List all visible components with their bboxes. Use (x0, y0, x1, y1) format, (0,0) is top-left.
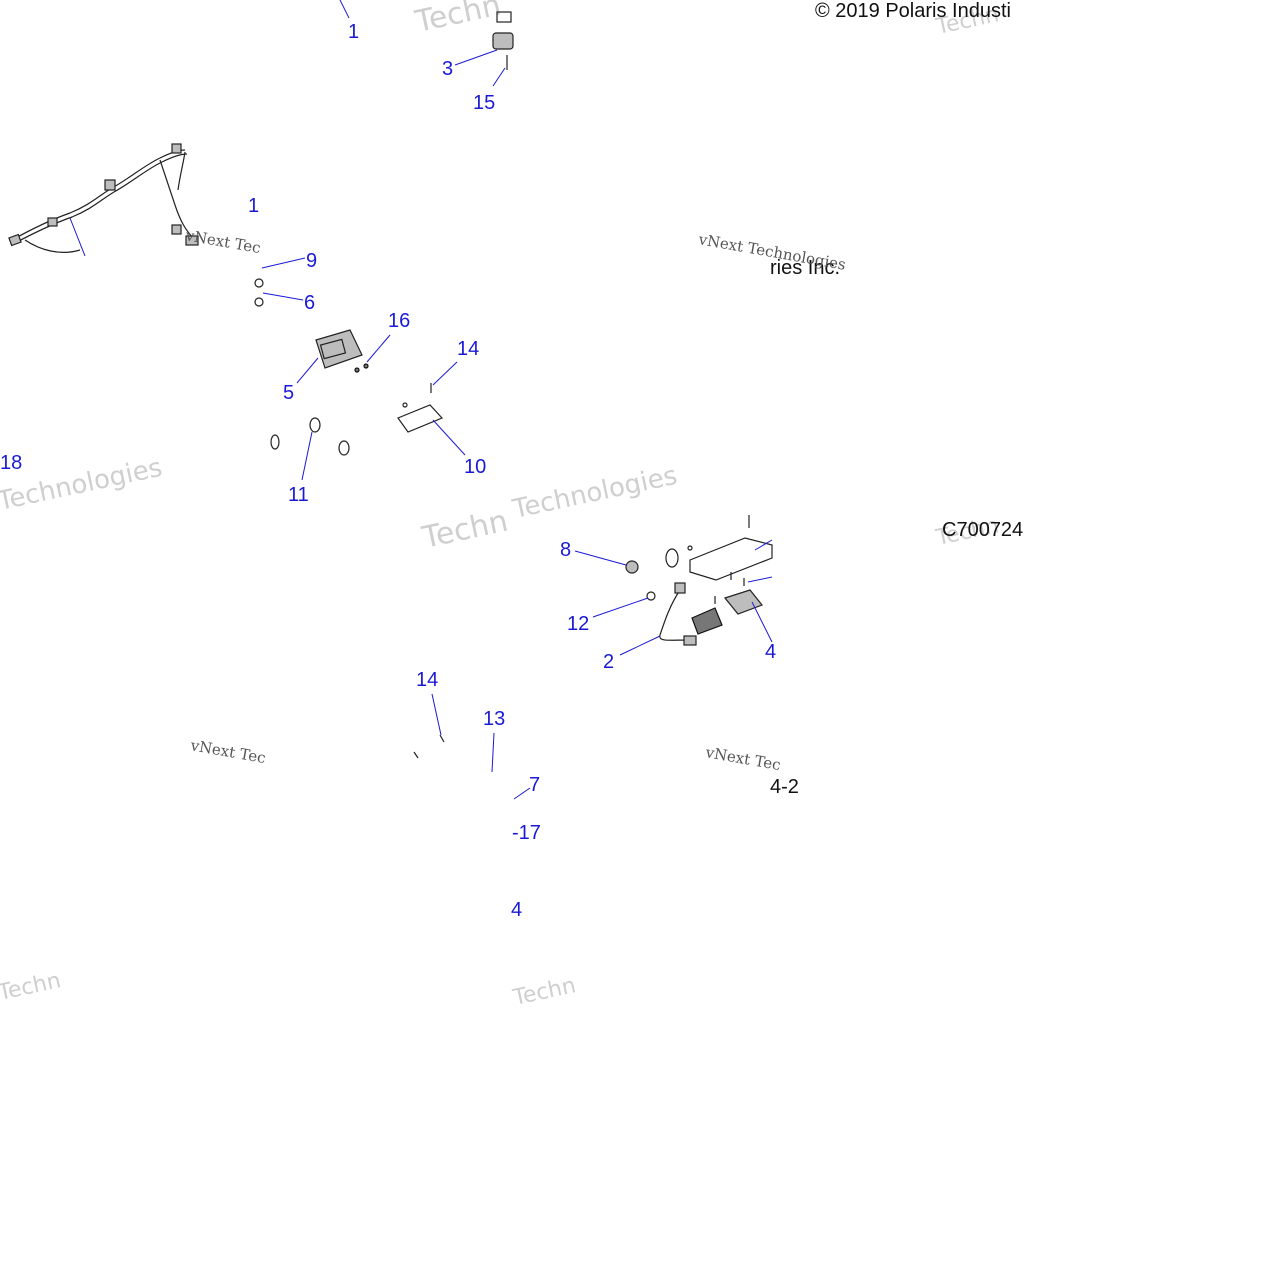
callout-8: 8 (560, 539, 571, 561)
watermark-company: vNext Tec (188, 736, 267, 767)
callout-3: 3 (442, 58, 453, 80)
watermark-brand: Techn (418, 504, 511, 556)
part-3-relay (339, 0, 514, 87)
copyright-notice: © 2019 Polaris Industi (815, 0, 1011, 22)
watermark-brand: Technologies (0, 453, 165, 517)
callout-12: 12 (567, 613, 589, 635)
bottom-watermarks: Techn Techn (0, 968, 578, 1011)
callout-1: 1 (248, 195, 259, 217)
callout-7: 7 (529, 774, 540, 796)
watermark-company: vNext Tec (703, 743, 782, 774)
wiring-harness (8, 143, 199, 257)
part-9-6 (254, 257, 306, 307)
copyright-fragment: ries Inc. (770, 257, 840, 279)
watermark-brand: Techn (411, 0, 504, 40)
watermark-brand: Technologies (509, 461, 680, 525)
watermark-brand: Techn (0, 968, 63, 1006)
watermark-layer: Techn Techn Techn Technologies Technolog… (0, 0, 1001, 556)
watermark-brand: Techn (510, 973, 578, 1011)
lower-fasteners (413, 693, 531, 800)
callout-6: 6 (304, 292, 315, 314)
part-10-bracket (397, 361, 466, 456)
callout-17: -17 (512, 822, 541, 844)
callout-9: 9 (306, 250, 317, 272)
part-11-grommets (270, 417, 350, 481)
callout-11: 11 (288, 484, 309, 506)
callout-layer: 1 3 15 1 9 6 16 14 5 10 11 18 8 12 2 4 1… (0, 21, 776, 921)
callout-16: 16 (388, 310, 410, 332)
callout-4: 4 (511, 899, 522, 921)
callout-10: 10 (464, 456, 486, 478)
callout-4: 4 (765, 641, 776, 663)
callout-18: 18 (0, 452, 22, 474)
fragment-label: 4-2 (770, 776, 799, 798)
callout-5: 5 (283, 382, 294, 404)
callout-15: 15 (473, 92, 495, 114)
watermark-company: vNext Tec (183, 226, 262, 257)
callout-14: 14 (457, 338, 479, 360)
diagram-code: C700724 (942, 519, 1023, 541)
module-assembly (574, 515, 773, 656)
callout-2: 2 (603, 651, 614, 673)
callout-14: 14 (416, 669, 438, 691)
callout-1: 1 (348, 21, 359, 43)
callout-13: 13 (483, 708, 505, 730)
part-5-module (296, 329, 391, 384)
